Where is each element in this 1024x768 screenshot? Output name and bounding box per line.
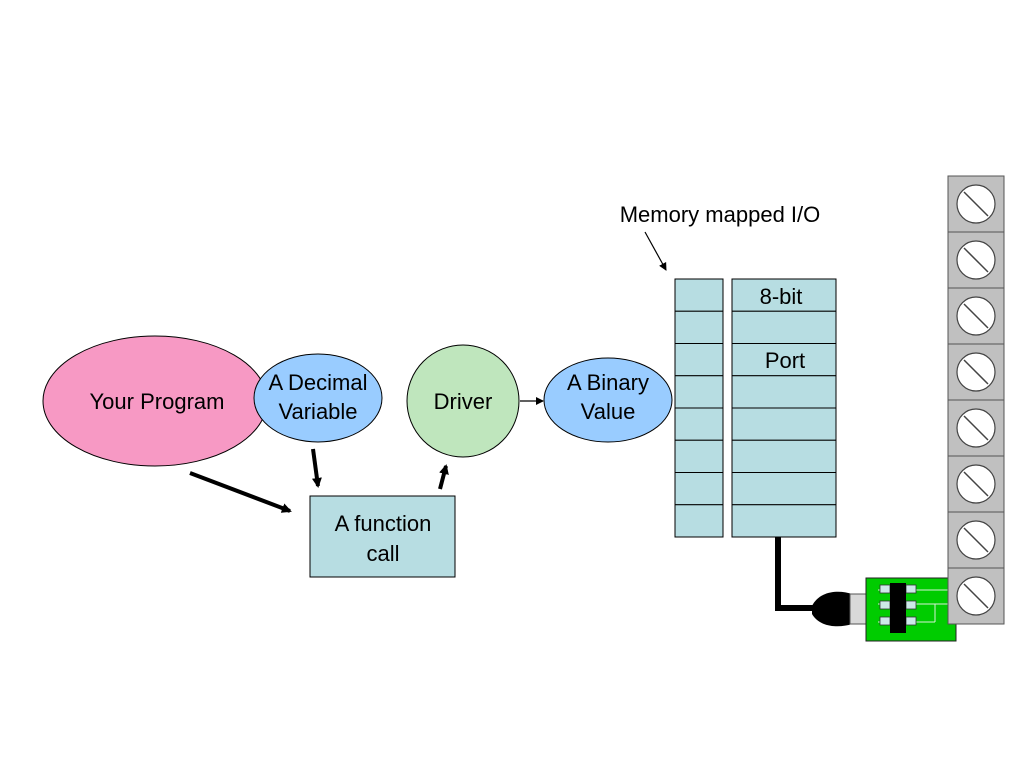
port-bit-cell bbox=[731, 504, 837, 538]
decimal-variable-node: A Decimal Variable bbox=[253, 353, 383, 443]
memory-register-cell bbox=[674, 278, 724, 312]
pcb-chip bbox=[890, 583, 906, 633]
port-bit-cell bbox=[731, 439, 837, 473]
memory-callout-label: Memory mapped I/O bbox=[620, 202, 821, 227]
memory-register-cell bbox=[674, 310, 724, 344]
port-label-8bit: 8-bit bbox=[760, 284, 803, 309]
port-bit-cell bbox=[731, 407, 837, 441]
binary-value-node: A Binary Value bbox=[543, 357, 673, 443]
cable-plug bbox=[812, 591, 875, 627]
decimal-variable-label-2: Variable bbox=[278, 399, 357, 424]
binary-value-label-1: A Binary bbox=[567, 370, 649, 395]
function-call-label-2: call bbox=[366, 541, 399, 566]
port-bit-cell bbox=[731, 375, 837, 409]
memory-register-cell bbox=[674, 375, 724, 409]
driver-node: Driver bbox=[406, 344, 520, 458]
pcb-board bbox=[865, 577, 957, 642]
memory-register-cell bbox=[674, 504, 724, 538]
terminal-screw bbox=[947, 175, 1005, 233]
memory-callout-arrow bbox=[644, 231, 667, 271]
memory-register-cell bbox=[674, 343, 724, 377]
memory-register-column-left bbox=[674, 278, 724, 538]
terminal-screw bbox=[947, 455, 1005, 513]
variable-to-function-arrow bbox=[311, 448, 322, 488]
terminal-screw bbox=[947, 231, 1005, 289]
driver-label: Driver bbox=[434, 389, 493, 414]
port-bit-cell bbox=[731, 310, 837, 344]
memory-register-cell bbox=[674, 407, 724, 441]
port-bit-cell bbox=[731, 472, 837, 506]
terminal-screw bbox=[947, 511, 1005, 569]
binary-value-label-2: Value bbox=[581, 399, 636, 424]
port-cable bbox=[775, 537, 820, 611]
your-program-label: Your Program bbox=[90, 389, 225, 414]
terminal-screw bbox=[947, 399, 1005, 457]
terminal-screw bbox=[947, 567, 1005, 625]
your-program-node: Your Program bbox=[42, 335, 268, 467]
port-bit-cell bbox=[731, 278, 837, 312]
terminal-screw bbox=[947, 343, 1005, 401]
memory-register-cell bbox=[674, 472, 724, 506]
memory-port-column bbox=[731, 278, 837, 538]
terminal-screw bbox=[947, 287, 1005, 345]
function-call-node: A function call bbox=[309, 495, 456, 578]
terminal-block bbox=[947, 175, 1005, 625]
function-call-label-1: A function bbox=[335, 511, 432, 536]
function-to-driver-arrow bbox=[438, 464, 449, 490]
port-label-port: Port bbox=[765, 348, 805, 373]
decimal-variable-label-1: A Decimal bbox=[268, 370, 367, 395]
memory-register-cell bbox=[674, 439, 724, 473]
program-to-function-arrow bbox=[189, 471, 292, 513]
